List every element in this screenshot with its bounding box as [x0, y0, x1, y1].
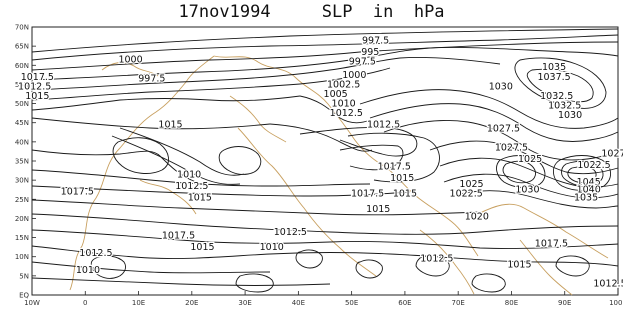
- isobar-label: 997.5: [138, 74, 165, 85]
- isobar-label: 1035: [574, 192, 598, 203]
- lon-tick-label: 20E: [185, 299, 198, 307]
- lat-tick-label: 60N: [15, 62, 29, 70]
- isobar-label: 1010: [332, 99, 356, 110]
- lon-tick-label: 40E: [292, 299, 305, 307]
- isobar-label: 1027.5: [495, 143, 528, 154]
- lat-tick-label: EQ: [19, 292, 29, 300]
- contour-labels: 1000997.5995997.510001002.5100510101012.…: [17, 34, 623, 291]
- isobar-label: 1002.5: [327, 79, 360, 90]
- isobar-label: 1025: [459, 179, 483, 190]
- isobar-label: 1040: [577, 185, 601, 196]
- isobar-label: 1015: [25, 91, 49, 102]
- isobar-label: 1012.5: [420, 254, 453, 265]
- isobar-label: 1005: [324, 89, 348, 100]
- isobar-label: 1012.5: [175, 181, 208, 192]
- isobar-label: 995: [361, 47, 379, 58]
- isobar-label: 1000: [342, 70, 366, 81]
- lat-tick-label: 20N: [15, 215, 29, 223]
- isobars: [31, 28, 619, 293]
- isobar-label: 1045: [577, 177, 601, 188]
- lat-tick-label: 15N: [15, 234, 29, 242]
- isobar-label: 1015: [366, 204, 390, 215]
- isobar-label: 1017.5: [535, 238, 568, 249]
- lat-tick-label: 50N: [15, 100, 29, 108]
- isobar-label: 1032.5: [548, 100, 581, 111]
- isobar-label: 1000: [118, 55, 142, 66]
- isobar-label: 1017.5: [61, 187, 94, 198]
- isobar-label: 1027.5: [487, 123, 520, 134]
- lon-tick-label: 10W: [24, 299, 40, 307]
- lat-tick-label: 55N: [15, 81, 29, 89]
- lon-tick-label: 30E: [238, 299, 251, 307]
- isobar-label: 1017.5: [351, 189, 384, 200]
- coastlines: [69, 55, 609, 296]
- isobar-label: 1020: [465, 212, 489, 223]
- lon-tick-label: 90E: [558, 299, 571, 307]
- isobar-label: 1022.5: [450, 189, 483, 200]
- isobar-label: 1012.5: [593, 279, 623, 290]
- isobar-label: 997.5: [349, 56, 376, 67]
- lon-tick-label: 50E: [345, 299, 358, 307]
- isobar-label: 1012.5: [274, 227, 307, 238]
- isobar-label: 1015: [507, 259, 531, 270]
- lat-tick-label: 30N: [15, 177, 29, 185]
- isobar-label: 1010: [76, 265, 100, 276]
- isobar-label: 1017.5: [378, 162, 411, 173]
- lon-tick-label: 70E: [452, 299, 465, 307]
- isobar-label: 1037.5: [537, 72, 570, 83]
- map-title: 17nov1994 SLP in hPa: [178, 2, 445, 22]
- isobar-label: 1030: [558, 110, 582, 121]
- isobar-label: 1035: [542, 62, 566, 73]
- isobar-label: 1017.5: [162, 231, 195, 242]
- isobar-label: 1012.5: [79, 248, 112, 259]
- lon-tick-label: 60E: [398, 299, 411, 307]
- lon-tick-label: 80E: [505, 299, 518, 307]
- isobar-label: 997.5: [362, 35, 389, 46]
- isobar-label: 1017.5: [21, 72, 54, 83]
- lat-tick-label: 45N: [15, 119, 29, 127]
- lon-tick-label: 10E: [132, 299, 145, 307]
- lat-tick-label: 25N: [15, 196, 29, 204]
- isobar-label: 1030: [489, 81, 513, 92]
- isobar-label: 1012.5: [367, 120, 400, 131]
- lat-tick-label: 65N: [15, 43, 29, 51]
- isobar-label: 1015: [393, 189, 417, 200]
- isobar-label: 1012.5: [18, 81, 51, 92]
- lat-tick-label: 40N: [15, 138, 29, 146]
- lon-tick-label: 0: [83, 299, 87, 307]
- isobar-label: 1027.5: [601, 148, 623, 159]
- isobar-label: 1015: [390, 173, 414, 184]
- isobar-label: 1030: [515, 185, 539, 196]
- latitude-tick-labels: EQ 5N 10N 15N 20N 25N 30N 35N 40N 45N 50N 55N 60N 65N…: [15, 24, 36, 300]
- lat-tick-label: 70N: [15, 24, 29, 32]
- isobar-label: 1015: [188, 192, 212, 203]
- isobar-label: 1010: [260, 242, 284, 253]
- isobar-label: 1032.5: [540, 91, 573, 102]
- isobar-label: 1025: [518, 154, 542, 165]
- lat-tick-label: 10N: [15, 253, 29, 261]
- lat-tick-label: 5N: [19, 272, 29, 280]
- isobar-label: 1015: [158, 120, 182, 131]
- isobar-label: 1012.5: [330, 108, 363, 119]
- lat-tick-label: 35N: [15, 158, 29, 166]
- isobar-label: 1022.5: [577, 160, 610, 171]
- isobar-label: 1015: [190, 242, 214, 253]
- isobar-label: 1010: [177, 169, 201, 180]
